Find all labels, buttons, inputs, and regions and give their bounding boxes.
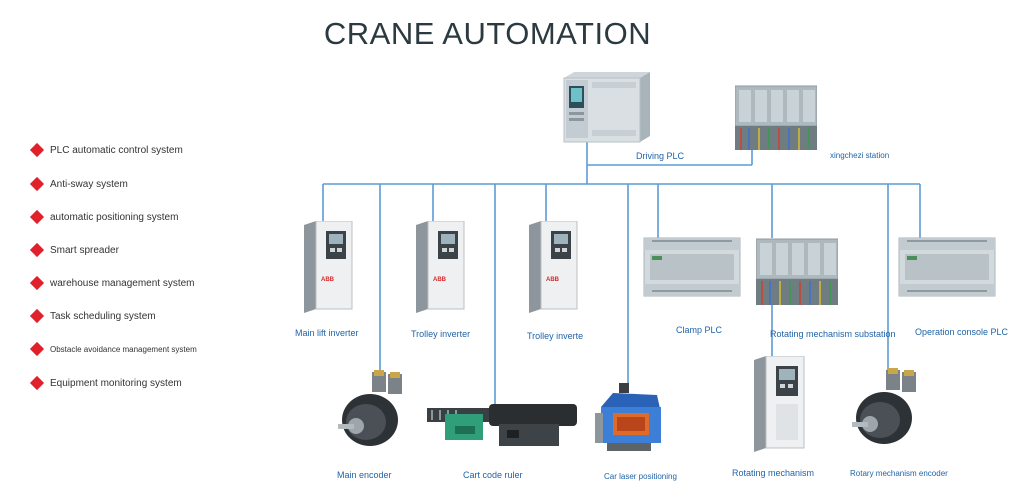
driving-plc-image [556,72,654,146]
svg-text:ABB: ABB [321,277,335,283]
trolley-inverte-label: Trolley inverte [527,331,584,341]
cart-code-ruler-image [425,398,583,450]
main-encoder-label: Main encoder [337,470,392,480]
feature-label: Task scheduling system [50,310,156,322]
trolley-inverter-image: ABB [414,220,466,313]
feature-item: Obstacle avoidance management system [29,340,197,358]
feature-item: Smart spreader [29,241,119,259]
feature-label: Anti-sway system [50,178,128,190]
svg-text:ABB: ABB [433,277,447,283]
cart-code-ruler-label: Cart code ruler [463,470,523,480]
main-lift-inverter-image: ABB [302,220,354,313]
feature-item: automatic positioning system [29,208,179,226]
feature-label: PLC automatic control system [50,144,183,156]
driving-plc-label: Driving PLC [635,151,685,161]
feature-label: Obstacle avoidance management system [50,344,197,354]
xingchezi-station-image [734,84,818,152]
main-encoder-image [334,370,412,448]
clamp-plc-image [642,236,742,298]
page-title: CRANE AUTOMATION [323,16,652,51]
main-lift-inverter-label: Main lift inverter [295,328,359,338]
rotating-substation-label: Rotating mechanism substation [770,329,896,339]
xingchezi-station-label: xingchezi station [830,151,890,160]
feature-label: automatic positioning system [50,211,179,223]
rotary-encoder-label: Rotary mechanism encoder [850,469,948,478]
feature-label: Smart spreader [50,244,119,256]
feature-item: warehouse management system [29,274,195,292]
trolley-inverte-image: ABB [527,220,579,313]
operation-console-plc-label: Operation console PLC [915,327,1009,337]
clamp-plc-label: Clamp PLC [675,325,723,335]
operation-console-plc-image [897,236,997,298]
trolley-inverter-label: Trolley inverter [411,329,471,339]
car-laser-positioning-image [595,383,667,455]
rotary-encoder-image [848,368,926,446]
rotating-mechanism-image [752,355,806,452]
car-laser-positioning-label: Car laser positioning [604,472,677,481]
rotating-mechanism-label: Rotating mechanism [732,468,815,478]
rotating-substation-image [755,237,839,307]
feature-item: Anti-sway system [29,175,128,193]
feature-label: Equipment monitoring system [50,377,182,389]
feature-item: PLC automatic control system [29,141,183,159]
feature-item: Equipment monitoring system [29,374,182,392]
feature-label: warehouse management system [50,277,195,289]
svg-text:ABB: ABB [546,277,560,283]
feature-item: Task scheduling system [29,307,156,325]
